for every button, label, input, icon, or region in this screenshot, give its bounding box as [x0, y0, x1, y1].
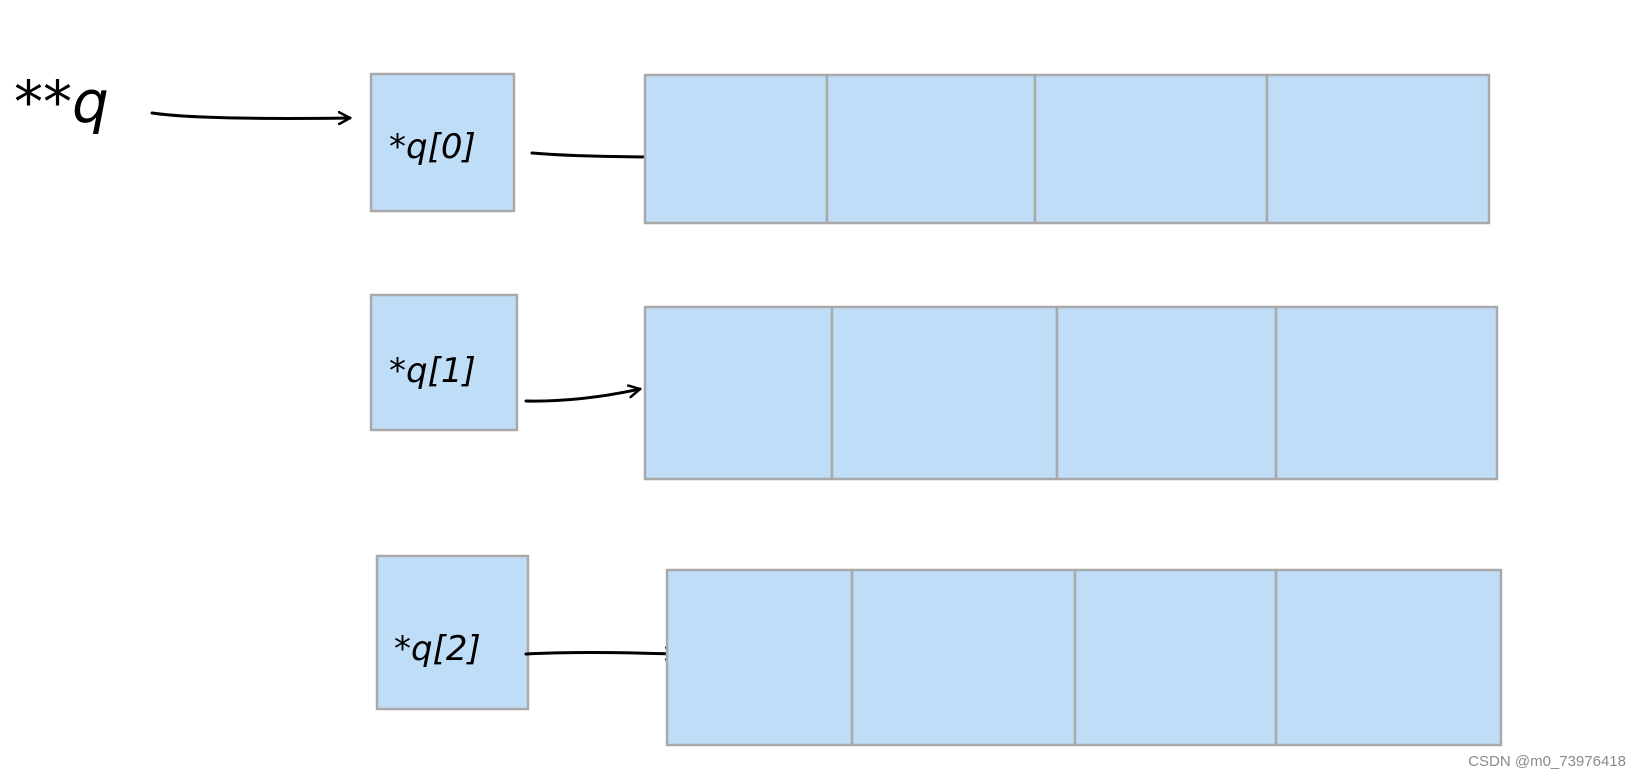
root-arrow [150, 113, 352, 118]
array-cell [850, 568, 1077, 747]
row-array-0 [643, 73, 1491, 225]
row-pointer-box-2 [375, 554, 530, 711]
row-pointer-box-0 [369, 72, 516, 213]
array-cell [643, 73, 829, 225]
row-array-2 [665, 568, 1503, 747]
row-arrow-1 [524, 389, 642, 403]
array-cell [665, 568, 854, 747]
array-cell [1033, 73, 1269, 225]
array-cell [825, 73, 1037, 225]
row-pointer-box-1 [369, 293, 519, 432]
array-cell [1055, 305, 1278, 481]
array-cell [643, 305, 834, 481]
row-array-1 [643, 305, 1499, 481]
row-pointer-label-2: *q[2] [394, 629, 481, 669]
array-cell [1274, 305, 1499, 481]
array-cell [1073, 568, 1278, 747]
watermark: CSDN @m0_73976418 [1468, 753, 1626, 770]
row-pointer-label-0: *q[0] [389, 127, 476, 167]
array-cell [830, 305, 1059, 481]
row-pointer-label-1: *q[1] [389, 351, 476, 391]
array-cell [1265, 73, 1491, 225]
array-cell [1274, 568, 1503, 747]
row-arrow-2 [524, 653, 679, 655]
root-pointer-label: **q [14, 68, 109, 136]
